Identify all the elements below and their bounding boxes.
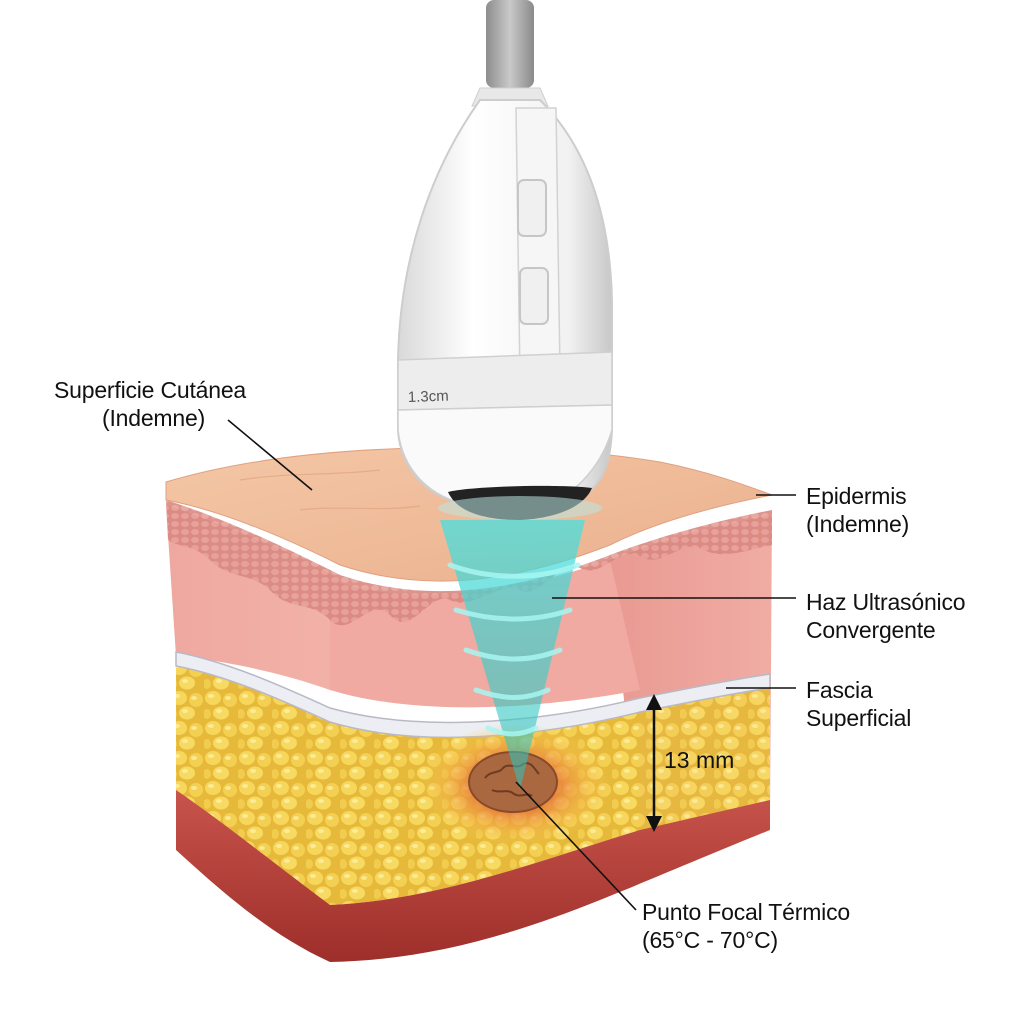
epidermis-band: [166, 500, 772, 626]
muscle-layer: [176, 790, 770, 962]
leader-lines: [227, 419, 796, 911]
depth-measurement-label: 13 mm: [664, 747, 734, 773]
probe-cable: [486, 0, 534, 88]
hifu-probe: 1.3cm: [397, 0, 613, 520]
label-beam: Haz Ultrasónico Convergente: [806, 588, 966, 644]
leader-skin-surface: [227, 419, 313, 491]
ultrasound-beam: [440, 520, 585, 790]
label-epidermis-line1: Epidermis: [806, 483, 907, 509]
label-fascia-line1: Fascia: [806, 677, 873, 703]
label-beam-line2: Convergente: [806, 617, 936, 643]
leader-focal-point: [515, 781, 637, 911]
label-focal-point: Punto Focal Térmico (65°C - 70°C): [642, 898, 850, 954]
label-skin-surface: Superficie Cutánea (Indemne): [54, 376, 246, 432]
probe-button-lower: [519, 267, 549, 325]
label-skin-surface-line2: (Indemne): [102, 405, 206, 431]
probe-depth-marking: 1.3cm: [408, 388, 449, 406]
label-epidermis: Epidermis (Indemne): [806, 482, 909, 538]
label-fascia: Fascia Superficial: [806, 676, 911, 732]
label-beam-line1: Haz Ultrasónico: [806, 589, 966, 615]
label-focal-point-line2: (65°C - 70°C): [642, 927, 778, 953]
label-focal-point-line1: Punto Focal Térmico: [642, 899, 850, 925]
label-skin-surface-line1: Superficie Cutánea: [54, 377, 247, 403]
label-epidermis-line2: (Indemne): [806, 511, 910, 537]
label-fascia-line2: Superficial: [806, 705, 912, 731]
depth-measurement: [646, 694, 662, 832]
probe-button-upper: [517, 179, 547, 237]
